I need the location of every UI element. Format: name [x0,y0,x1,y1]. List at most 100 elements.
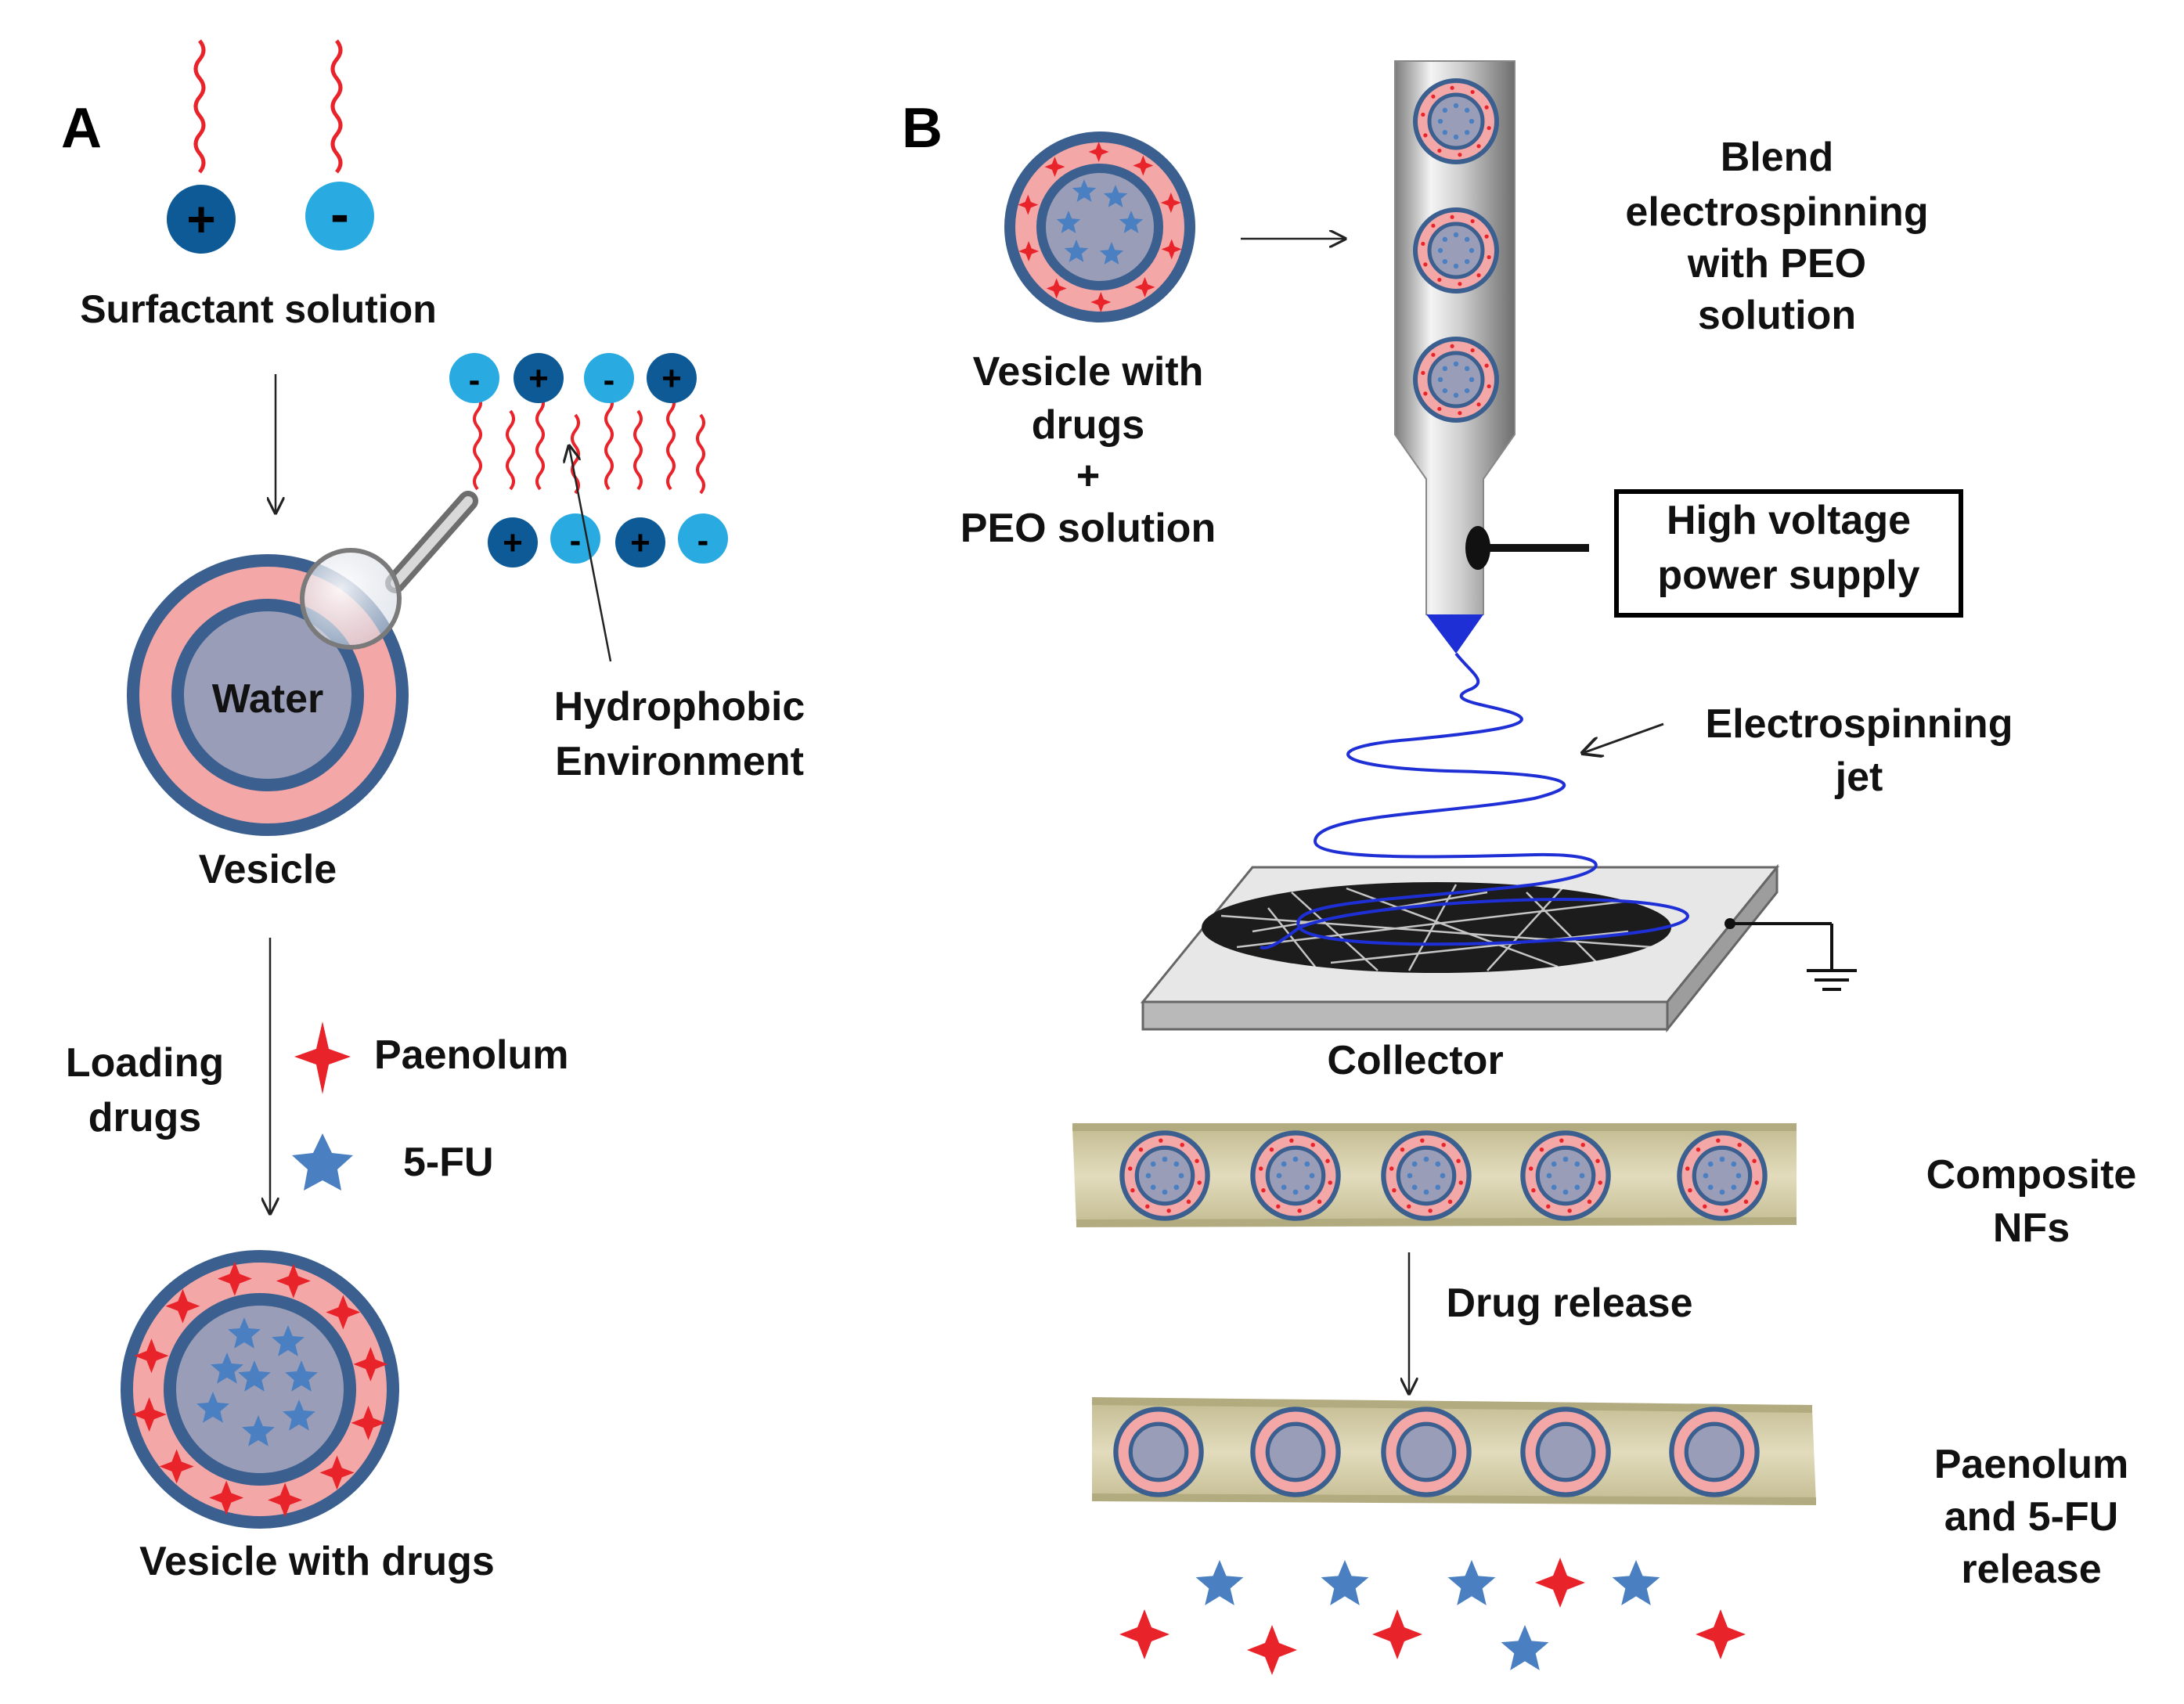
fu-star-icon [272,1325,305,1356]
mini-vesicle-core [1535,1421,1596,1482]
blend-line1: Blend [1721,135,1833,180]
paenolum-dot [1688,1188,1692,1193]
fu-star-icon [238,1360,271,1392]
paenolum-dot [1431,94,1436,99]
jet-line1: Electrospinning [1706,701,2013,747]
paenolum-dot [1130,1188,1135,1193]
paenolum-dot [1595,1158,1600,1163]
mini-vesicle-core [1396,1421,1457,1482]
mini-vesicle-core [1265,1145,1326,1206]
vesicle-label: Vesicle [199,847,337,892]
paenolum-dot [1724,1209,1728,1213]
paenolum-dot [1587,1199,1592,1204]
fu-star-icon [283,1400,315,1431]
fu-dot [1719,1156,1725,1162]
fu-dot [1437,376,1443,383]
paenolum-dot [1487,384,1491,389]
fu-dot [1150,1161,1156,1167]
surfactant-solution-label: Surfactant solution [80,287,437,331]
positive-surfactant-molecule: + [167,39,236,254]
paenolum-dot [1716,1138,1721,1143]
fu-star-icon [211,1353,243,1384]
paenolum-dot [1450,85,1454,90]
fu-star-icon [1195,1560,1244,1605]
paenolum-dot [1400,1147,1405,1152]
paenolum-cross-icon [132,1397,167,1432]
fu-legend-icon [292,1133,353,1191]
paenolum-dot [1567,1209,1572,1213]
negative-surfactant-molecule: - [305,39,374,250]
fu-star-icon [1099,242,1124,265]
paenolum-dot [1487,254,1491,260]
fu-dot [1551,1161,1557,1167]
collector [1140,863,1857,1033]
fu-dot [1173,1161,1180,1167]
drug-release-label: Drug release [1446,1281,1692,1326]
paenolum-dot [1138,1147,1144,1152]
fu-dot [1574,1161,1580,1167]
fu-dot [1292,1189,1299,1195]
paenolum-cross-icon [159,1449,194,1484]
fu-dot [1162,1189,1168,1195]
paenolum-legend-icon [294,1021,351,1094]
loading-label-line2: drugs [88,1095,201,1140]
loading-label-line1: Loading [66,1040,224,1086]
vesicle-mix-line1: Vesicle with [973,349,1204,394]
paenolum-dot [1180,1142,1184,1147]
fu-dot [1304,1161,1310,1167]
paenolum-cross-icon [268,1482,303,1518]
fu-dot [1453,361,1459,367]
paenolum-dot [1423,262,1428,267]
paenolum-dot [1458,411,1462,416]
electrospinning-jet [1260,652,1689,949]
mini-vesicle-core [1134,1145,1195,1206]
paenolum-dot [1476,144,1481,149]
paenolum-dot [1696,1147,1701,1152]
minus-sign: - [330,183,349,246]
hv-line2: power supply [1657,553,1919,598]
composite-line1: Composite [1926,1152,2137,1198]
paenolum-dot [1269,1147,1274,1152]
fu-dot [1731,1161,1737,1167]
panel-a-letter: A [61,97,102,160]
fu-dot [1453,392,1459,398]
paenolum-dot [1407,1204,1411,1209]
fu-dot [1469,247,1475,254]
paenolum-cross-icon [1134,276,1155,297]
fu-star-icon [196,1392,229,1423]
mini-vesicle-core [1427,92,1485,150]
paenolum-dot [1754,1180,1759,1185]
paenolum-dot [1476,273,1481,278]
paenolum-dot [1456,1158,1461,1163]
paenolum-dot [1421,112,1425,117]
bilayer-detail: - + - + + - + - [449,353,728,567]
vesicle-mix-line4: PEO solution [960,506,1216,551]
fu-dot [1423,1156,1429,1162]
paenolum-dot [1431,223,1436,228]
hydrophobic-pointer [569,446,612,662]
fu-dot [1464,387,1470,394]
hydrophobic-label-line1: Hydrophobic [554,684,805,730]
magnifier-icon [300,491,478,650]
paenolum-dot [1437,406,1442,412]
fu-star-icon [1447,1560,1496,1605]
paenolum-dot [1752,1158,1757,1163]
paenolum-dot [1186,1199,1191,1204]
plus-sign: + [186,191,215,247]
fu-star-icon [1103,185,1128,207]
paenolum-dot [1421,241,1425,247]
fu-dot [1579,1173,1585,1179]
paenolum-dot [1447,1199,1453,1204]
paenolum-dot [1423,133,1428,138]
hydrophobic-label-line2: Environment [555,739,804,784]
mini-vesicle-core [1427,351,1485,409]
legend-paenolum-label: Paenolum [374,1032,569,1078]
bilayer-minus-sign: - [604,361,615,399]
hv-line1: High voltage [1667,498,1911,543]
released-drugs [1119,1558,1746,1675]
fu-dot [1435,1161,1441,1167]
paenolum-cross-icon [1088,142,1109,163]
fu-dot [1719,1189,1725,1195]
paenolum-cross-icon [134,1338,169,1374]
fu-dot [1407,1173,1413,1179]
